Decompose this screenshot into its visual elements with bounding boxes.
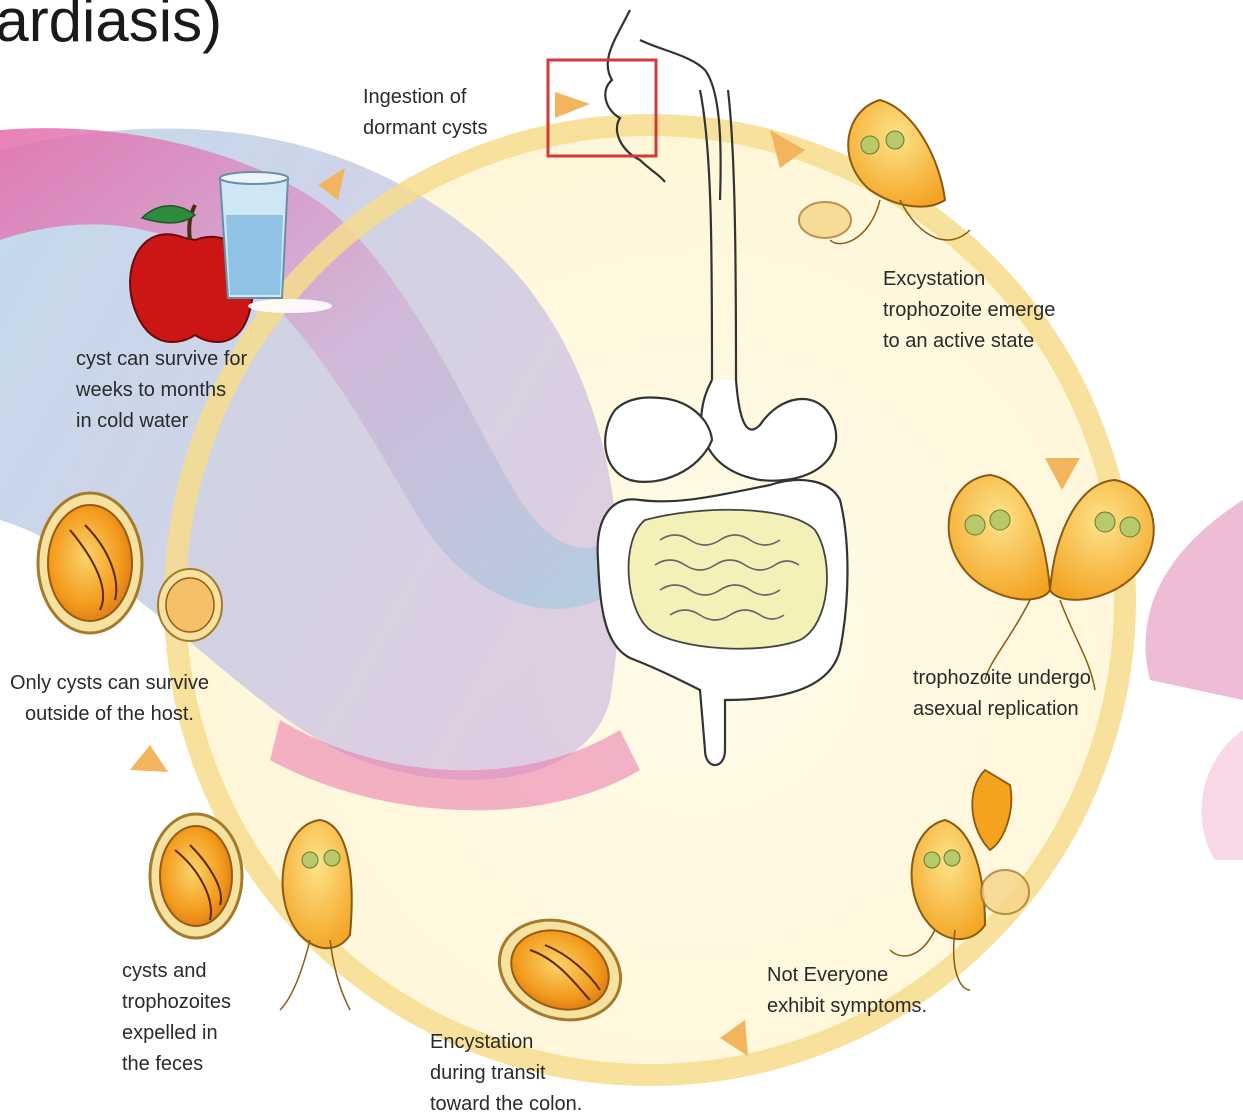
- label-encystation: Encystation during transit toward the co…: [430, 1027, 582, 1120]
- label-ingestion-line-2: dormant cysts: [363, 113, 487, 144]
- label-symptoms-line-2: exhibit symptoms.: [767, 991, 927, 1022]
- label-excystation-line-2: trophozoite emerge: [883, 295, 1055, 326]
- label-encystation-line-2: during transit: [430, 1058, 582, 1089]
- label-survive-outside: Only cysts can survive outside of the ho…: [10, 668, 209, 730]
- label-survive-outside-line-2: outside of the host.: [10, 699, 209, 730]
- label-encystation-line-1: Encystation: [430, 1027, 582, 1058]
- label-survive-outside-line-1: Only cysts can survive: [10, 668, 209, 699]
- label-excystation-line-3: to an active state: [883, 326, 1055, 357]
- arrow-ingestion: [555, 92, 590, 118]
- label-cold-water: cyst can survive for weeks to months in …: [76, 344, 247, 437]
- label-symptoms-line-1: Not Everyone: [767, 960, 927, 991]
- label-expelled-line-1: cysts and: [122, 956, 231, 987]
- trophozoite-expelled: [280, 820, 352, 1010]
- label-cold-water-line-3: in cold water: [76, 406, 247, 437]
- arrow-feces: [130, 745, 168, 772]
- label-expelled-line-3: expelled in: [122, 1018, 231, 1049]
- label-replication-line-1: trophozoite undergo: [913, 663, 1091, 694]
- label-symptoms: Not Everyone exhibit symptoms.: [767, 960, 927, 1022]
- label-replication-line-2: asexual replication: [913, 694, 1091, 725]
- label-encystation-line-3: toward the colon.: [430, 1089, 582, 1120]
- cyst-expelled: [150, 814, 242, 938]
- label-excystation-line-1: Excystation: [883, 264, 1055, 295]
- page-title: iardiasis): [0, 0, 222, 56]
- label-replication: trophozoite undergo asexual replication: [913, 663, 1091, 725]
- label-ingestion: Ingestion of dormant cysts: [363, 82, 487, 144]
- label-expelled-line-2: trophozoites: [122, 987, 231, 1018]
- label-expelled: cysts and trophozoites expelled in the f…: [122, 956, 231, 1080]
- label-cold-water-line-1: cyst can survive for: [76, 344, 247, 375]
- label-cold-water-line-2: weeks to months: [76, 375, 247, 406]
- label-expelled-line-4: the feces: [122, 1049, 231, 1080]
- label-excystation: Excystation trophozoite emerge to an act…: [883, 264, 1055, 357]
- label-ingestion-line-1: Ingestion of: [363, 82, 487, 113]
